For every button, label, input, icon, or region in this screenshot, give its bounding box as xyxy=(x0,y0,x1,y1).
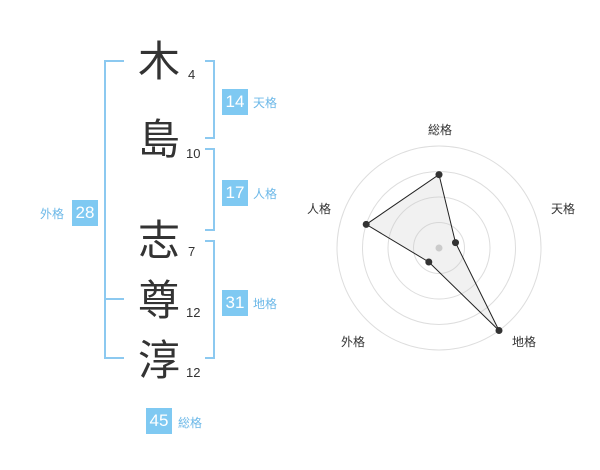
radar-polygon xyxy=(365,173,500,331)
stroke-count-1: 4 xyxy=(188,67,196,82)
gaikaku-bracket-split xyxy=(104,298,124,300)
jinkaku-value-badge: 17 xyxy=(222,180,248,206)
gaikaku-bracket xyxy=(104,60,124,359)
name-char-3: 志 xyxy=(138,216,181,265)
chikaku-label: 地格 xyxy=(253,297,278,311)
radar-point-2 xyxy=(452,239,459,247)
radar-axis-label-tenkaku: 天格 xyxy=(551,201,575,216)
radar-ring xyxy=(387,196,491,300)
radar-axis-label-gaikaku: 外格 xyxy=(341,334,365,349)
jinkaku-bracket xyxy=(205,148,215,231)
stroke-count-5: 12 xyxy=(186,365,201,380)
chikaku-value-badge: 31 xyxy=(222,290,248,316)
jinkaku-label: 人格 xyxy=(253,187,278,201)
radar-axis-label-soukaku: 総格 xyxy=(428,122,452,137)
tenkaku-bracket xyxy=(205,60,215,139)
stroke-count-3: 7 xyxy=(188,244,196,259)
gaikaku-value-badge: 28 xyxy=(72,200,98,226)
stroke-count-4: 12 xyxy=(186,305,201,320)
tenkaku-label: 天格 xyxy=(253,96,278,110)
radar-axis-label-chikaku: 地格 xyxy=(512,334,536,349)
radar-ring xyxy=(413,222,465,274)
radar-ring xyxy=(336,145,542,351)
soukaku-value-badge: 45 xyxy=(146,408,172,434)
radar-point-3 xyxy=(495,327,503,334)
radar-point-4 xyxy=(425,258,433,266)
name-char-2: 島 xyxy=(138,115,181,164)
gaikaku-label: 外格 xyxy=(40,207,65,221)
name-char-4: 尊 xyxy=(138,276,181,325)
name-char-5: 淳 xyxy=(138,336,181,385)
soukaku-label: 総格 xyxy=(178,416,203,430)
radar-center-dot xyxy=(435,244,443,252)
radar-point-5 xyxy=(362,220,370,228)
radar-point-1 xyxy=(435,171,443,179)
name-char-1: 木 xyxy=(138,37,181,86)
tenkaku-value-badge: 14 xyxy=(222,89,248,115)
stroke-count-2: 10 xyxy=(186,146,201,161)
radar-axis-label-jinkaku: 人格 xyxy=(307,201,331,216)
chikaku-bracket xyxy=(205,240,215,359)
